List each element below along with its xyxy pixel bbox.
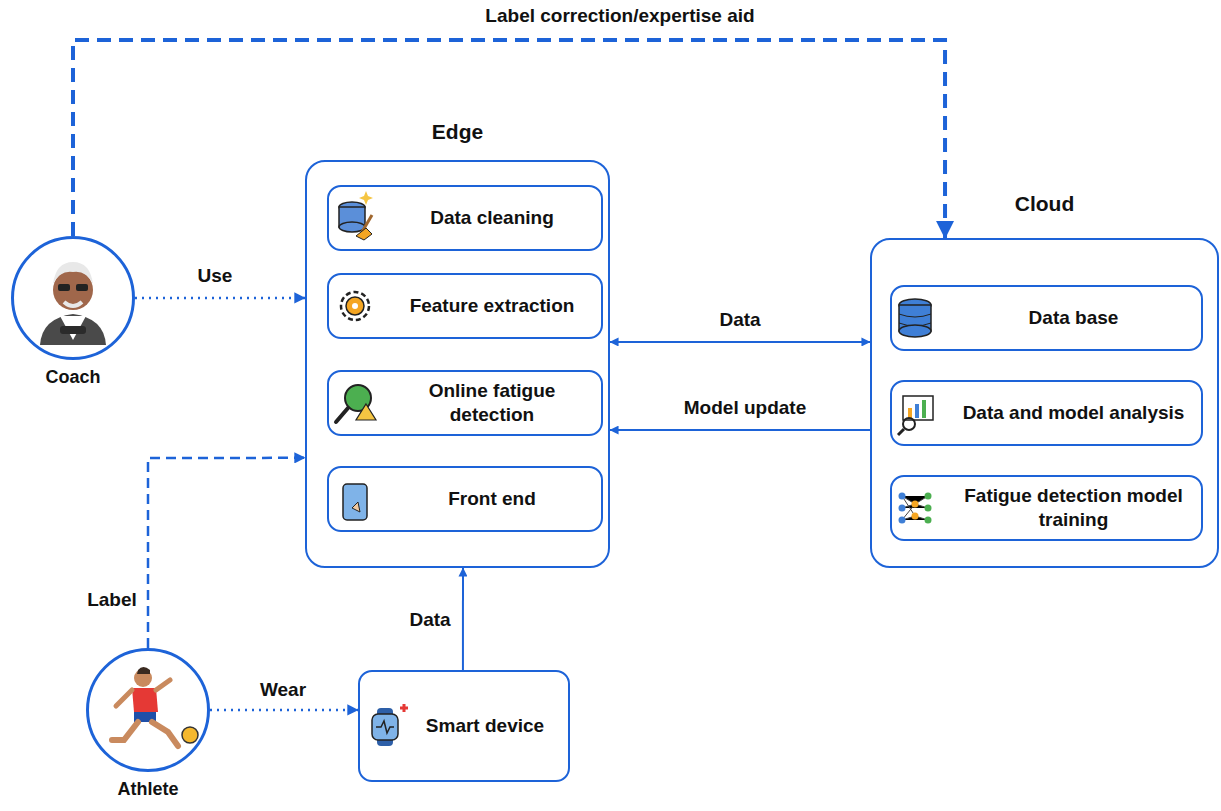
person-label: Coach (45, 367, 100, 388)
process-box: Online fatigue detection (327, 370, 603, 436)
connector-label: Data (715, 309, 764, 331)
database-icon (899, 299, 931, 337)
connector-label: Wear (256, 679, 310, 701)
dotted-connector (210, 709, 358, 712)
data-arrow (610, 429, 870, 431)
box-label: Data cleaning (391, 206, 593, 230)
connector-label: Use (194, 265, 237, 287)
coach-figure (40, 262, 106, 345)
person-circle: Athlete (86, 648, 210, 772)
data-arrow (610, 341, 870, 343)
box-label: Online fatigue detection (391, 379, 593, 427)
tier-heading: Edge (432, 120, 483, 144)
magnifier-warning-icon (336, 385, 376, 422)
database-broom-icon (339, 191, 373, 240)
box-label: Data and model analysis (954, 401, 1193, 425)
dashed-connector (73, 40, 945, 238)
data-arrow (462, 568, 464, 670)
athlete-figure (112, 667, 198, 746)
connector-label: Label (83, 589, 141, 611)
process-box: Front end (327, 466, 603, 532)
process-box: Feature extraction (327, 273, 603, 339)
box-label: Data base (954, 306, 1193, 330)
tier-panel: Data baseData and model analysisFatigue … (870, 238, 1219, 568)
phone-icon (343, 484, 367, 520)
device-box: Smart device (358, 670, 570, 782)
gear-icon (341, 292, 369, 320)
person-circle: Coach (11, 236, 135, 360)
tier-panel: Data cleaningFeature extractionOnline fa… (305, 160, 610, 568)
tier-heading: Cloud (1015, 192, 1074, 216)
dotted-connector (135, 297, 305, 300)
box-label: Feature extraction (391, 294, 593, 318)
process-box: Data base (890, 285, 1203, 351)
box-label: Fatigue detection model training (954, 484, 1193, 532)
process-box: Fatigue detection model training (890, 475, 1203, 541)
network-icon (899, 493, 932, 524)
process-box: Data and model analysis (890, 380, 1203, 446)
connector-label: Model update (680, 397, 810, 419)
dashed-connector (148, 458, 305, 648)
person-label: Athlete (117, 779, 178, 800)
box-label: Smart device (410, 714, 560, 738)
connector-label: Label correction/expertise aid (481, 5, 758, 27)
connector-label: Data (405, 609, 454, 631)
box-label: Front end (391, 487, 593, 511)
process-box: Data cleaning (327, 185, 603, 251)
report-icon (898, 396, 933, 435)
watch-icon (372, 704, 408, 746)
